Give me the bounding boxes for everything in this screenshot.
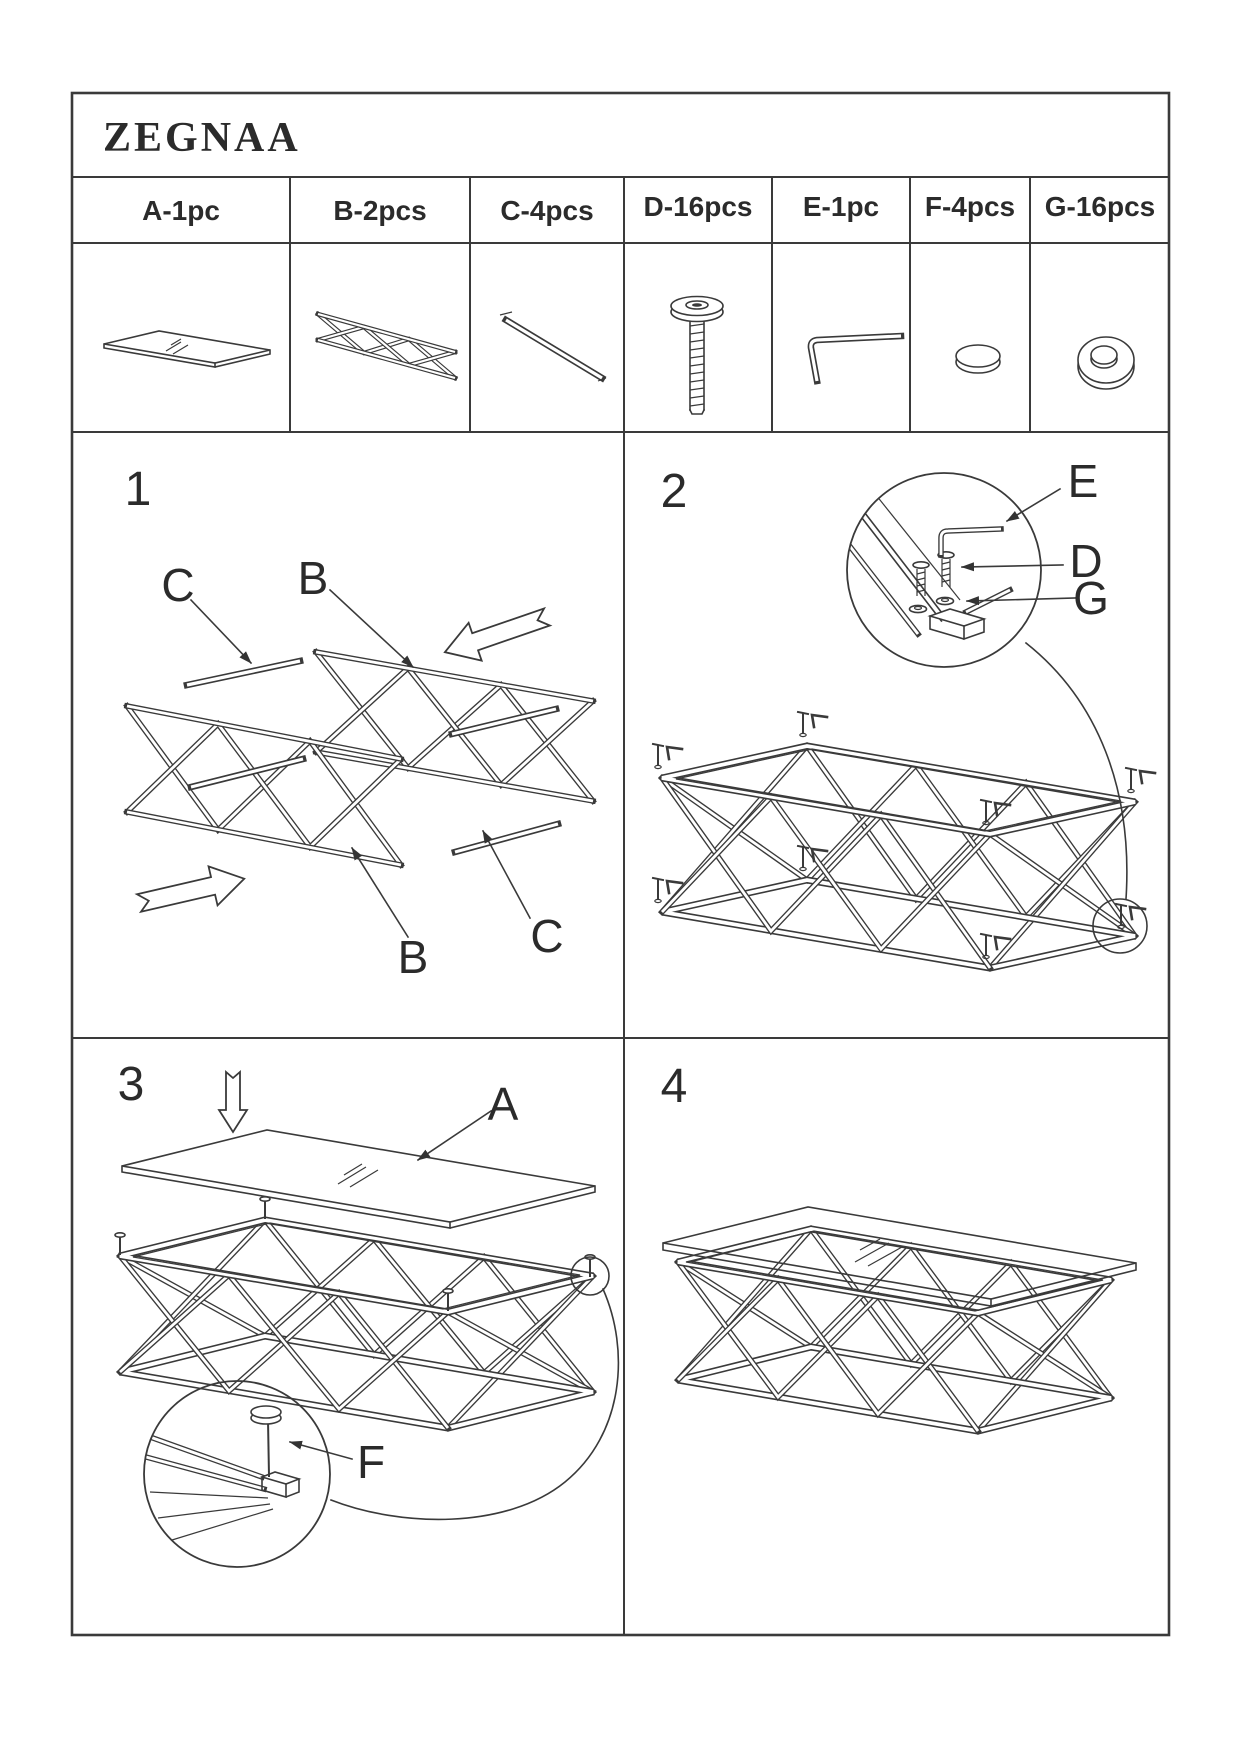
glass-top-outline (121, 1129, 596, 1223)
sheet-border (70, 91, 1171, 1637)
part-c-label: C-4pcs (500, 195, 593, 226)
step3-detail-view (144, 1405, 302, 1541)
step2-detail-view (847, 473, 1014, 641)
step2-callout-d: D (1069, 535, 1102, 587)
part-d-screw-icon (670, 295, 724, 415)
step3-diagram: 3 A F (114, 1058, 620, 1568)
step1-callout-b-bottom: B (398, 931, 429, 983)
step4-diagram: 4 (661, 1060, 1137, 1431)
part-a-glass-panel-icon (103, 330, 271, 368)
part-c-rod-icon (499, 311, 607, 382)
step3-callout-a: A (488, 1078, 519, 1130)
part-b-label: B-2pcs (333, 195, 426, 226)
step3-callout-f: F (357, 1436, 385, 1488)
assembly-direction-arrow-bottom (133, 858, 250, 924)
insert-direction-arrow (218, 1071, 248, 1133)
detail-leader-curve (1024, 641, 1128, 900)
part-e-label: E-1pc (803, 191, 879, 222)
glass-top-outline (662, 1206, 1137, 1300)
part-g-label: G-16pcs (1045, 191, 1156, 222)
step2-callout-g: G (1073, 572, 1109, 624)
part-d-label: D-16pcs (644, 191, 753, 222)
step2-callout-e: E (1068, 455, 1099, 507)
step2-diagram: 2 E D G (651, 455, 1157, 968)
corner-zoom-source-circle (570, 1256, 610, 1296)
step4-number: 4 (661, 1060, 688, 1113)
step3-number: 3 (118, 1058, 145, 1111)
part-b-xframe-icon (318, 314, 455, 378)
detail-leader-curve (329, 1287, 620, 1521)
step2-number: 2 (661, 465, 688, 518)
parts-header-row: A-1pc B-2pcs C-4pcs D-16pcs E-1pc F-4pcs… (142, 191, 1155, 226)
step1-callout-c-bottom: C (530, 910, 563, 962)
step1-callout-c-top: C (161, 559, 194, 611)
part-f-label: F-4pcs (925, 191, 1015, 222)
part-a-label: A-1pc (142, 195, 220, 226)
step1-diagram: 1 C B B C (125, 463, 593, 983)
part-f-cap-icon (955, 344, 1001, 374)
detail-circle (143, 1380, 331, 1568)
part-g-washer-icon (1077, 336, 1135, 390)
detail-circle (846, 472, 1042, 668)
sheet-grid (70, 91, 1171, 1637)
step1-number: 1 (125, 463, 152, 516)
assembly-direction-arrow-top (437, 597, 555, 672)
part-e-allen-key-icon (811, 336, 901, 381)
glass-shine-marks (854, 1238, 903, 1267)
corner-zoom-source-circle (1092, 898, 1148, 954)
step1-callout-b-top: B (298, 552, 329, 604)
glass-shine-marks (337, 1163, 379, 1188)
product-title: ZEGNAA (103, 115, 301, 161)
